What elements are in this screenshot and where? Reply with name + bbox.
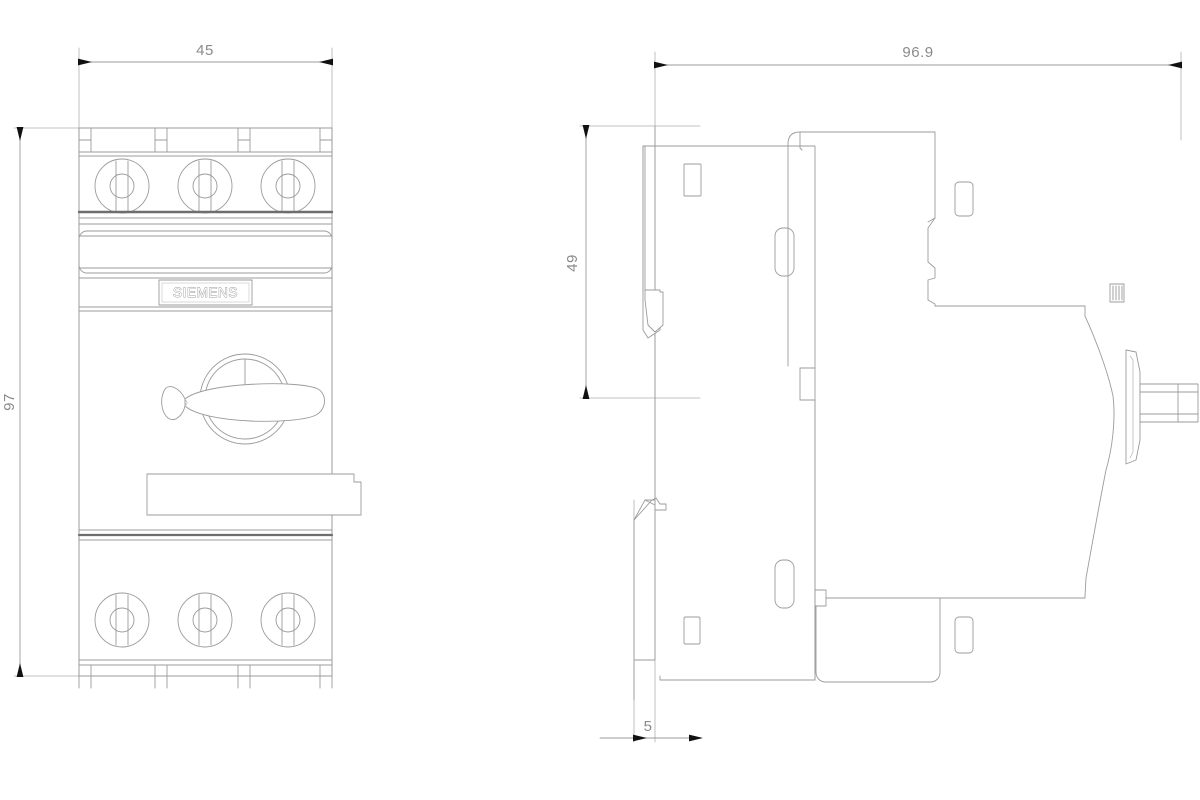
side-right-body: [934, 181, 1115, 654]
dimension-depth-96-9: 96.9: [654, 44, 1182, 69]
dimension-label-49: 49: [564, 254, 581, 272]
screw-terminal: [177, 158, 233, 214]
side-lower-clip: [633, 497, 667, 521]
siemens-logo: SIEMENS: [158, 279, 253, 306]
dimension-label-5: 5: [644, 718, 653, 735]
dimension-height-49: 49: [564, 125, 590, 399]
side-extension-lines: [579, 51, 1182, 743]
front-bottom-feet: [78, 659, 333, 689]
side-center-body: [787, 131, 1086, 401]
side-view: 96.9 49 5: [564, 44, 1199, 743]
front-recessed-panel: [78, 230, 333, 274]
side-rotary-shaft: [1109, 283, 1199, 465]
front-top-tabs: [78, 127, 333, 153]
screw-terminal: [177, 592, 233, 648]
dimension-label-45: 45: [196, 42, 214, 59]
dimension-label-96-9: 96.9: [902, 44, 933, 61]
front-top-screws: [94, 158, 316, 214]
rotary-knob[interactable]: [161, 353, 325, 445]
front-label-band: [78, 277, 333, 312]
screw-terminal: [94, 158, 150, 214]
side-left-body: [642, 145, 816, 681]
front-upper-separator: [77, 210, 334, 225]
side-center-body-lower: [814, 399, 941, 683]
dimension-height-97: 97: [1, 127, 24, 677]
dimension-width-45: 45: [78, 42, 333, 66]
front-view: 45 97: [1, 42, 362, 689]
front-extension-lines: [13, 47, 333, 677]
side-rear-plate: [633, 125, 701, 701]
screw-terminal: [260, 158, 316, 214]
siemens-logo-text: SIEMENS: [173, 285, 238, 300]
dimension-offset-5: 5: [599, 718, 703, 742]
din-rail-clip: [644, 289, 664, 333]
front-bottom-screws: [94, 592, 316, 648]
front-top-terminal-bay: [78, 127, 333, 157]
screw-terminal: [260, 592, 316, 648]
screw-terminal: [94, 592, 150, 648]
dimension-label-97: 97: [1, 393, 18, 411]
front-lower-separator: [77, 529, 334, 541]
front-nameplate-window: [146, 473, 362, 516]
